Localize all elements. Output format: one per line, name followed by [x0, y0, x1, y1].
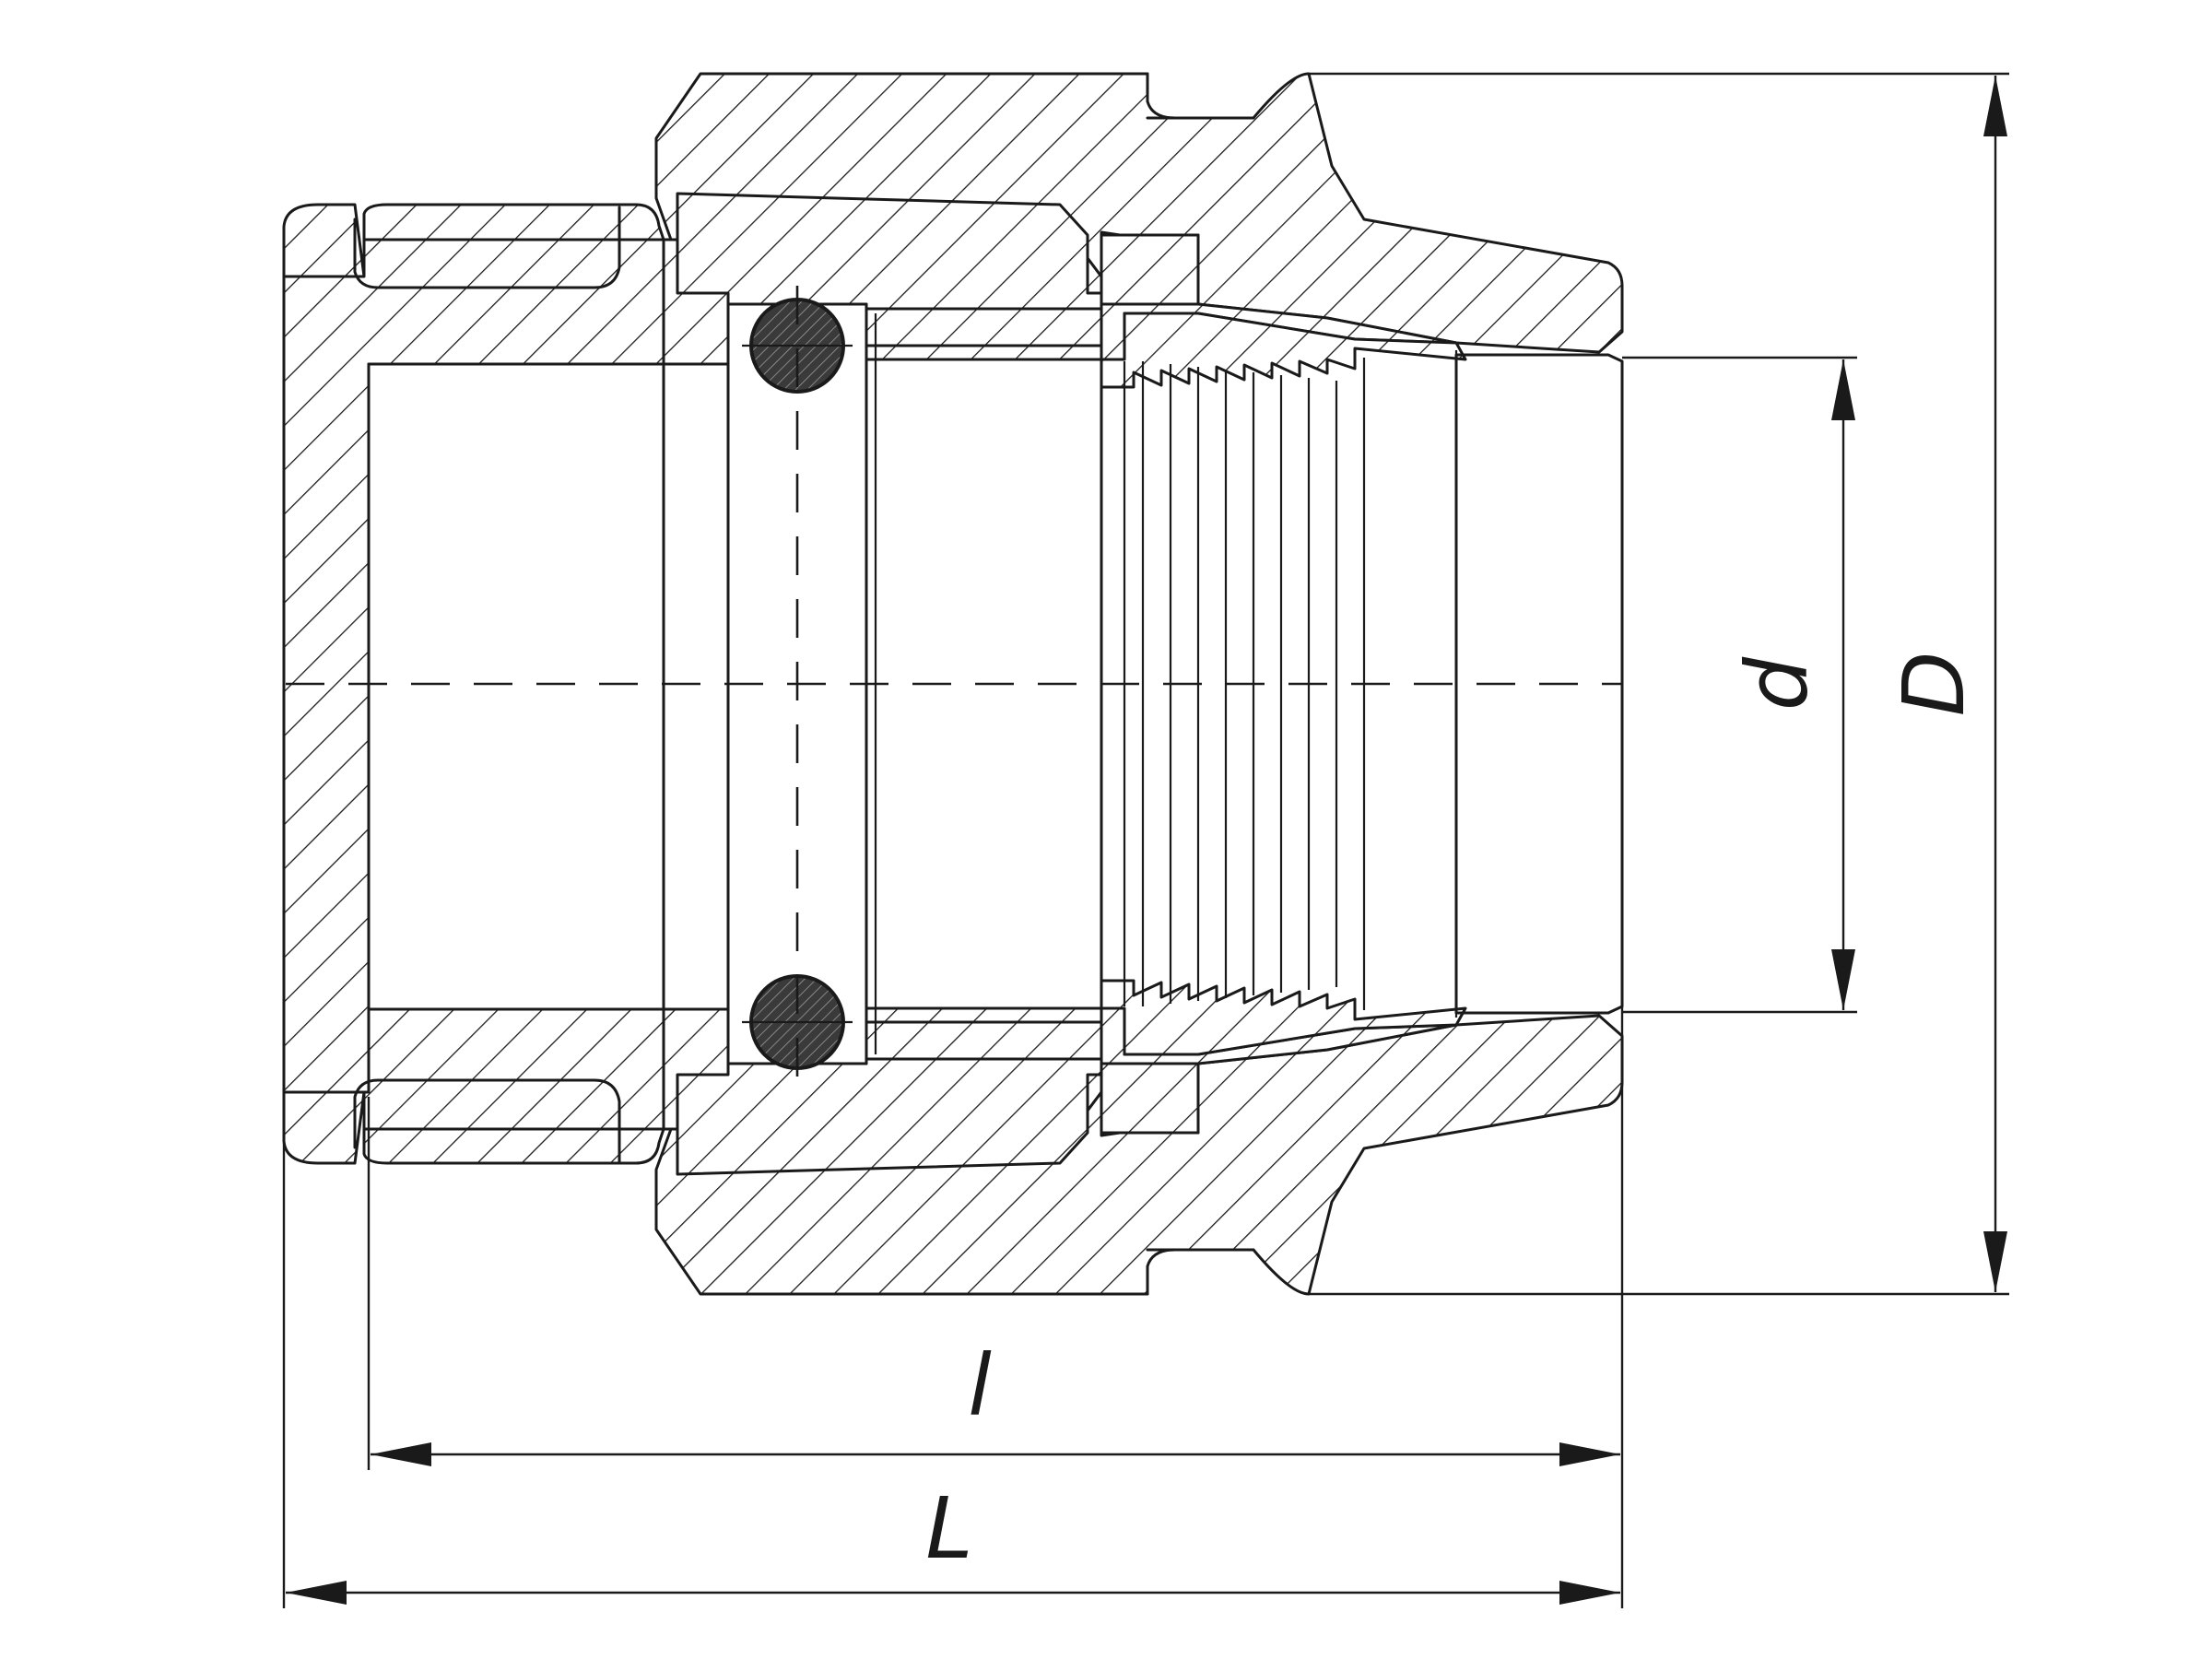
grip-teeth-top [1100, 312, 1467, 389]
bore-mid [865, 358, 1103, 1010]
dim-D-label: D [1885, 652, 1983, 717]
body-bottom-groove [353, 1078, 621, 1163]
dimension-L [286, 1581, 1620, 1605]
clamp-ring-bottom [676, 1006, 1103, 1176]
body-top-rim [282, 203, 366, 278]
body-bottom-shoulder [362, 1127, 665, 1165]
grip-cone [1100, 302, 1467, 1065]
dim-L-label: L [925, 1479, 972, 1578]
dim-D-arrow-bottom [1983, 1231, 2007, 1292]
dimension-D [1983, 76, 2007, 1292]
dimension-d [1831, 359, 1855, 1010]
dimension-l [371, 1442, 1620, 1466]
dim-l-arrow-left [371, 1442, 431, 1466]
dim-d-label: d [1728, 656, 1827, 711]
body-top-shoulder [362, 203, 665, 241]
collar-top [1100, 233, 1200, 306]
dim-D-arrow-top [1983, 76, 2007, 136]
collar-bottom [1100, 1062, 1200, 1135]
body-top-wall [282, 238, 665, 1094]
clamp-ring [676, 192, 1200, 1176]
dim-d-arrow-bottom [1831, 949, 1855, 1010]
body-bottom-rim [282, 1090, 366, 1165]
extension-lines [282, 72, 2009, 1608]
grip-teeth-bottom [1100, 979, 1467, 1056]
dim-L-arrow-right [1559, 1581, 1620, 1605]
dim-d-arrow-top [1831, 359, 1855, 420]
dim-L-arrow-left [286, 1581, 347, 1605]
clamp-ring-top [676, 192, 1103, 361]
center-lines [286, 286, 1622, 1083]
bore-left-outline [367, 362, 665, 1011]
dim-l-label: l [968, 1336, 992, 1435]
body-top-groove [353, 206, 621, 289]
dim-l-arrow-right [1559, 1442, 1620, 1466]
